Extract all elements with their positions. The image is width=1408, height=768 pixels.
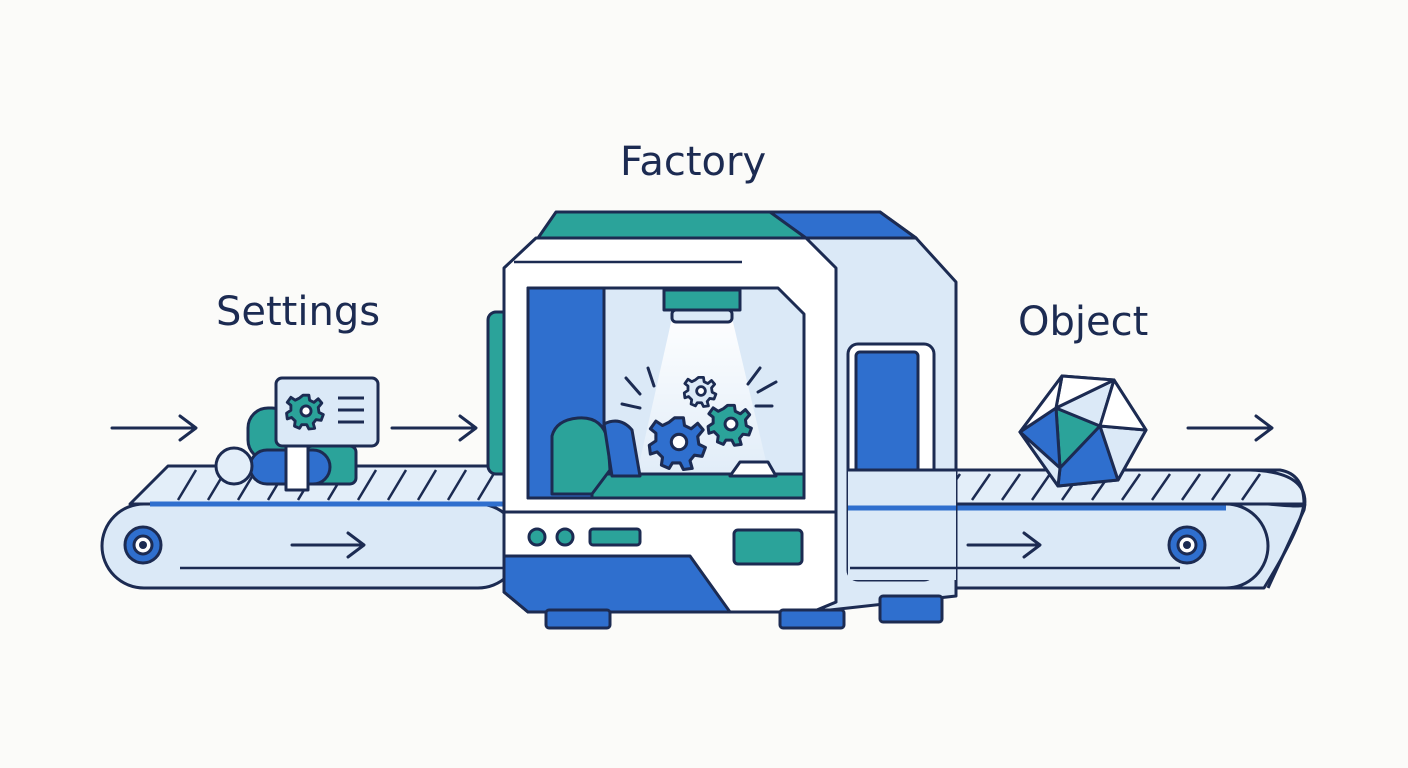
gear-icon <box>647 416 707 472</box>
gear-icon <box>682 375 718 408</box>
factory-machine <box>486 210 958 630</box>
arrow-right-icon <box>1186 414 1274 442</box>
belt-arrow-right <box>966 531 1042 559</box>
arrow-right-icon <box>390 414 478 442</box>
arrow-right-icon <box>110 414 198 442</box>
gear-icon <box>706 403 753 447</box>
settings-input-item <box>214 376 380 492</box>
settings-label: Settings <box>216 289 381 335</box>
belt-arrow-left <box>290 531 366 559</box>
object-label: Object <box>1018 299 1149 345</box>
polyhedron-icon <box>1018 374 1148 488</box>
settings-card-icon <box>274 376 380 448</box>
factory-label: Factory <box>620 139 767 185</box>
